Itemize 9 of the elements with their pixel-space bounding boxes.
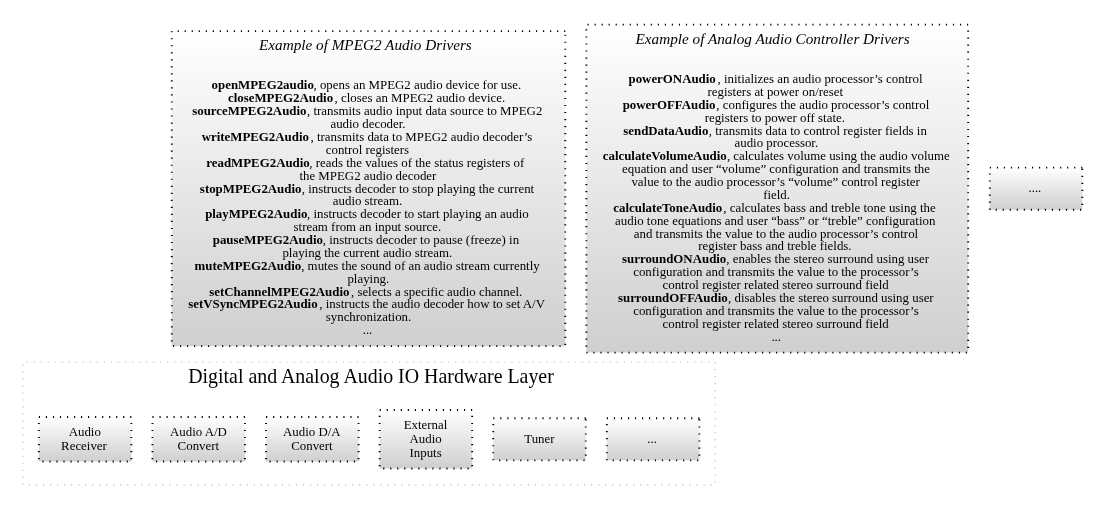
node-box: ... — [605, 417, 701, 462]
node-box: Audio Receiver — [37, 416, 133, 463]
node-box: Example of MPEG2 Audio Drivers openMPEG2audio, opens an MPEG2 audio device for use. closeMPEG2Audio, closes an MPEG2 audio device. sourceMPEG2Audio, transmits audio input data source to MPEG2 audio decoder. writeMPEG2Audio, transmits data to MPEG2 audio decoder’s control registers readMPEG2Audio, reads the values of the status registers of the MPEG2 audio decoder stopMPEG2Audio, instructs decoder to stop playing the current audio stream. playMPEG2Audio, instructs decoder to start playing an audio stream from an input source. pauseMPEG2Audio, instructs decoder to pause (freeze) in playing the current audio stream. muteMPEG2Audio, mutes the sound of an audio stream currently playing. setChannelMPEG2Audio, selects a specific audio channel. setVSyncMPEG2Audio, instructs the audio decoder how to set A/V synchronization. ... — [170, 30, 567, 348]
node-box: Audio D/A Convert — [265, 416, 360, 463]
node-box: Audio A/D Convert — [151, 416, 246, 463]
node-box: External Audio Inputs — [378, 409, 474, 470]
node-box: .... — [988, 166, 1084, 211]
node-box: Tuner — [492, 417, 587, 462]
node-box: Example of Analog Audio Controller Drivers powerONAudio, initializes an audio processor’s control registers at power on/reset powerOFFAudio, configures the audio processor’s control registers to power off state. sendDataAudio, transmits data to control register fields in audio processor. calculateVolumeAudio, calculates volume using the audio volume equation and user “volume” configuration and transmits the value to the audio processor’s “volume” control register field. calculateToneAudio, calculates bass and treble tone using the audio tone equations and user “bass” or “treble” configuration and transmits the value to the audio processor’s control register bass and treble fields. surroundONAudio, enables the stereo surround using user configuration and transmits the value to the processor’s control register related stereo surround field surroundOFFAudio, disables the stereo surround using user configuration and transmits the value to the processor’s control register related stereo surround field ... — [585, 23, 970, 354]
